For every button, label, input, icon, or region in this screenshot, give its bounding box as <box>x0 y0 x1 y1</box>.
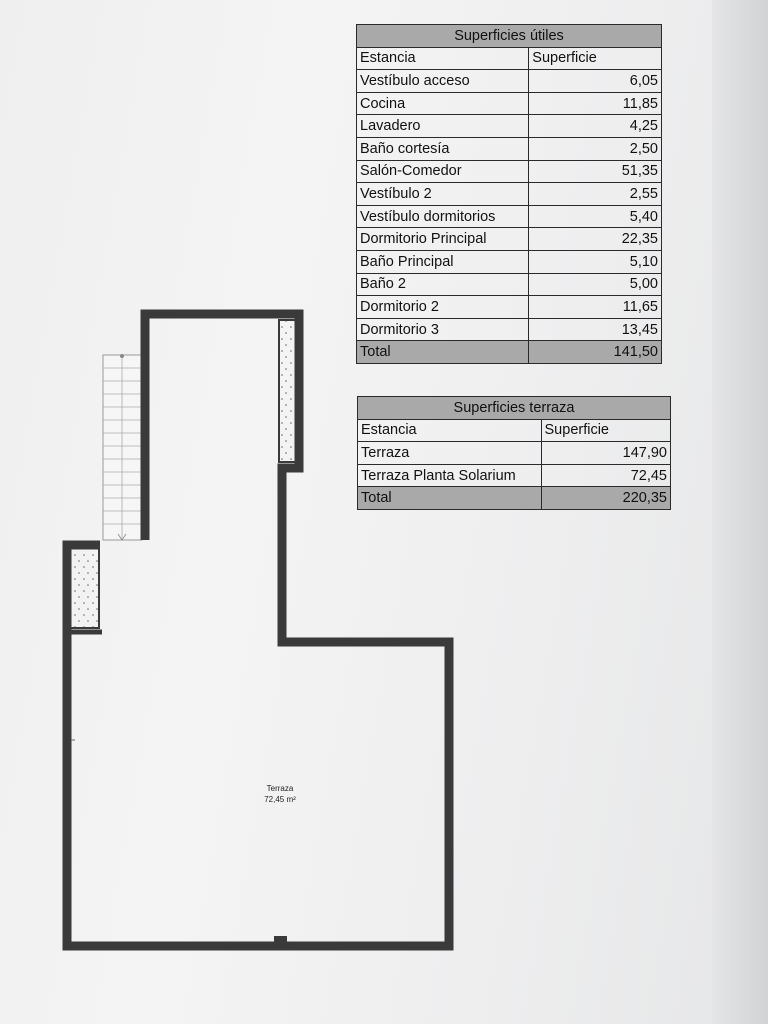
room-name: Dormitorio Principal <box>355 227 530 251</box>
table-title: Superficies útiles <box>356 24 662 48</box>
room-area: 51,35 <box>528 159 662 184</box>
table-header-row: Estancia Superficie <box>355 46 662 71</box>
room-area: 72,45 <box>540 463 672 488</box>
room-name: Baño 2 <box>355 272 530 297</box>
room-name: Baño cortesía <box>355 136 530 161</box>
room-name: Vestíbulo dormitorios <box>355 204 530 229</box>
room-name: Salón-Comedor <box>355 159 530 184</box>
floor-plan: Terraza 72,45 m² <box>62 309 454 951</box>
room-name: Cocina <box>355 91 530 116</box>
total-label: Total <box>357 486 542 510</box>
column-header-room: Estancia <box>355 46 530 71</box>
room-area: 2,50 <box>528 136 662 161</box>
room-name: Dormitorio 2 <box>355 295 530 319</box>
total-value: 141,50 <box>528 340 662 364</box>
room-area: 147,90 <box>540 441 672 465</box>
stair <box>102 354 143 541</box>
room-area: 13,45 <box>528 317 662 342</box>
room-area: 5,40 <box>528 204 662 229</box>
planter <box>278 319 297 463</box>
room-area: 4,25 <box>528 114 662 138</box>
room-area: 11,85 <box>528 91 662 116</box>
table-header-row: Estancia Superficie <box>357 418 672 443</box>
planter <box>69 547 100 629</box>
table-title-row: Superficies útiles <box>356 24 662 48</box>
total-value: 220,35 <box>540 486 672 510</box>
room-name: Dormitorio 3 <box>355 317 530 342</box>
room-name: Vestíbulo acceso <box>355 69 530 93</box>
room-area-label: 72,45 m² <box>264 795 296 804</box>
room-name: Lavadero <box>355 114 530 138</box>
room-area: 2,55 <box>528 182 662 206</box>
room-area: 11,65 <box>528 295 662 319</box>
drain <box>274 936 287 944</box>
room-area: 6,05 <box>528 69 662 93</box>
table-total-row: Total 220,35 <box>357 486 672 510</box>
table-superficies-utiles: Superficies útiles Estancia Superficie V… <box>355 24 662 364</box>
column-header-area: Superficie <box>540 418 672 443</box>
room-area: 5,00 <box>528 272 662 297</box>
room-label: Terraza <box>267 784 294 793</box>
walls <box>62 309 454 951</box>
column-header-area: Superficie <box>528 46 662 71</box>
table-total-row: Total 141,50 <box>355 340 662 364</box>
room-name: Vestíbulo 2 <box>355 182 530 206</box>
room-name: Baño Principal <box>355 249 530 274</box>
page-edge-shadow <box>712 0 768 1024</box>
table-superficies-terraza: Superficies terraza Estancia Superficie … <box>357 396 672 510</box>
room-area: 5,10 <box>528 249 662 274</box>
total-label: Total <box>355 340 530 364</box>
room-area: 22,35 <box>528 227 662 251</box>
